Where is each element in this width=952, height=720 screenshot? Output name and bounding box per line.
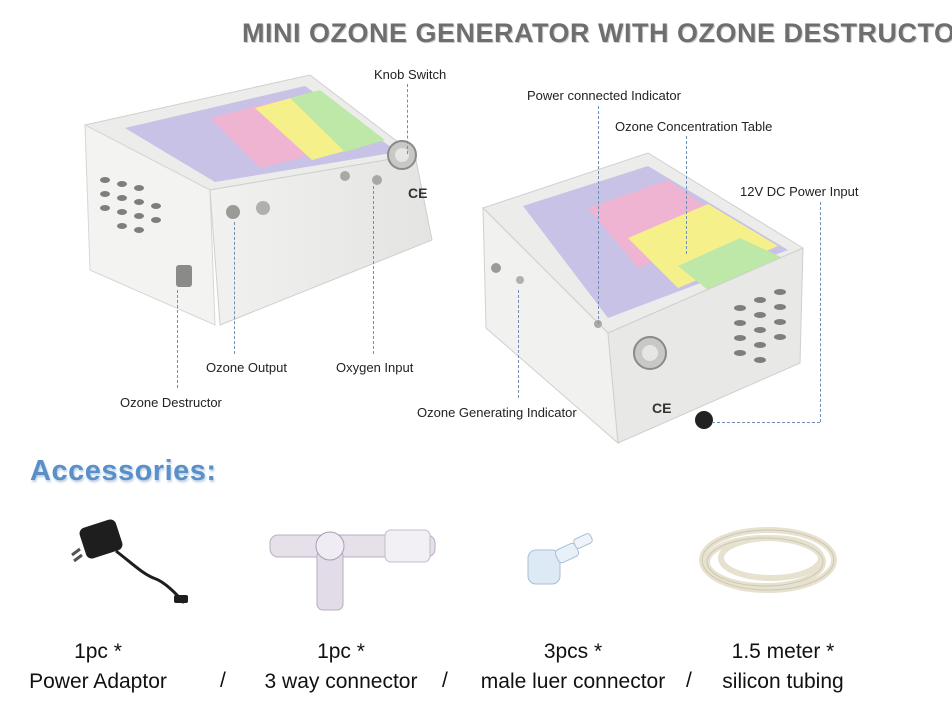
accessory-name: male luer connector bbox=[480, 670, 666, 693]
label-knob-switch: Knob Switch bbox=[374, 67, 447, 82]
label-concentration-table: Ozone Concentration Table bbox=[615, 119, 773, 134]
separator: / bbox=[442, 669, 448, 692]
accessory-qty: 3pcs * bbox=[543, 640, 603, 663]
leader-power-input bbox=[820, 202, 821, 422]
label-power-input: 12V DC Power Input bbox=[740, 184, 859, 199]
label-power-indicator: Power connected Indicator bbox=[527, 88, 681, 103]
accessory-3-way-connector: 1pc * 3 way connector bbox=[246, 640, 436, 694]
leader-ozone-destructor bbox=[177, 290, 178, 388]
accessory-power-adaptor: 1pc * Power Adaptor bbox=[20, 640, 176, 694]
power-adaptor-image bbox=[71, 519, 188, 604]
leader-generating-indicator bbox=[518, 290, 519, 398]
leader-power-input-h bbox=[712, 422, 820, 423]
separator: / bbox=[220, 669, 226, 692]
accessory-qty: 1pc * bbox=[74, 640, 122, 663]
accessory-name: 3 way connector bbox=[264, 670, 418, 693]
label-ozone-output: Ozone Output bbox=[206, 360, 287, 375]
accessory-name: Power Adaptor bbox=[29, 670, 167, 693]
leader-concentration-table bbox=[686, 136, 687, 254]
male-luer-connector-image bbox=[527, 533, 593, 585]
label-ozone-destructor: Ozone Destructor bbox=[120, 395, 222, 410]
label-oxygen-input: Oxygen Input bbox=[336, 360, 414, 375]
silicon-tubing-image bbox=[699, 527, 837, 593]
label-generating-indicator: Ozone Generating Indicator bbox=[417, 405, 577, 420]
leader-oxygen-input bbox=[373, 186, 374, 354]
separator: / bbox=[686, 669, 692, 692]
leader-power-indicator bbox=[598, 106, 599, 324]
leader-ozone-output bbox=[234, 222, 235, 354]
ce-mark-right: CE bbox=[652, 400, 672, 416]
ozone-generator-rear-view bbox=[482, 152, 805, 445]
accessories-heading: Accessories: bbox=[30, 455, 217, 487]
accessory-silicon-tubing: 1.5 meter * silicon tubing bbox=[705, 640, 861, 694]
page-title: MINI OZONE GENERATOR WITH OZONE DESTRUCT… bbox=[242, 18, 952, 48]
accessory-qty: 1pc * bbox=[317, 640, 365, 663]
leader-knob-switch bbox=[407, 84, 408, 154]
ce-mark-left: CE bbox=[408, 185, 428, 201]
accessory-name: silicon tubing bbox=[722, 670, 844, 693]
accessory-male-luer-connector: 3pcs * male luer connector bbox=[470, 640, 676, 694]
three-way-connector-image bbox=[269, 529, 436, 611]
ozone-generator-front-view bbox=[83, 74, 433, 326]
accessory-qty: 1.5 meter * bbox=[731, 640, 835, 663]
